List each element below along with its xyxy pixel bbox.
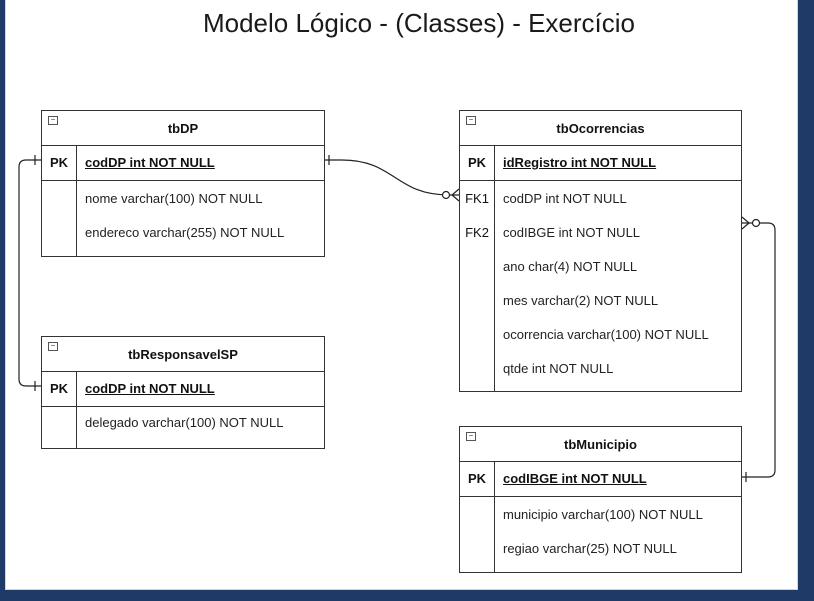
pk-label: PK <box>467 471 487 486</box>
rel-zero-mark <box>441 190 451 200</box>
table-tbmunicipio[interactable]: − tbMunicipio PK codIBGE int NOT NULL mu… <box>459 426 742 573</box>
pk-label: PK <box>49 381 69 396</box>
attribute: regiao varchar(25) NOT NULL <box>503 541 677 556</box>
fk2-label: FK2 <box>465 225 489 240</box>
pk-row: PK codDP int NOT NULL <box>42 146 324 181</box>
attribute: mes varchar(2) NOT NULL <box>503 293 659 308</box>
table-name: tbMunicipio <box>564 437 637 452</box>
pk-label: PK <box>49 155 69 170</box>
pk-field: idRegistro int NOT NULL <box>503 155 657 170</box>
attribute: endereco varchar(255) NOT NULL <box>85 225 285 240</box>
table-name: tbResponsavelSP <box>128 347 238 362</box>
attribute: codDP int NOT NULL <box>503 191 627 206</box>
collapse-icon[interactable]: − <box>48 342 58 351</box>
rel-tbdp-tbocorrencias <box>324 159 459 196</box>
attribute: qtde int NOT NULL <box>503 361 614 376</box>
collapse-icon[interactable]: − <box>466 116 476 125</box>
fk1-label: FK1 <box>465 191 489 206</box>
attribute: ocorrencia varchar(100) NOT NULL <box>503 327 709 342</box>
pk-row: PK codDP int NOT NULL <box>42 372 324 407</box>
rel-many-mark <box>741 216 750 230</box>
collapse-icon[interactable]: − <box>48 116 58 125</box>
table-header: − tbResponsavelSP <box>42 337 324 372</box>
rel-tbmunicipio-tbocorrencias <box>742 222 776 478</box>
table-header: − tbOcorrencias <box>460 111 741 146</box>
table-tbocorrencias[interactable]: − tbOcorrencias PK idRegistro int NOT NU… <box>459 110 742 392</box>
rel-zero-mark <box>751 218 761 228</box>
attribute: ano char(4) NOT NULL <box>503 259 638 274</box>
pk-label: PK <box>467 155 487 170</box>
attribute: delegado varchar(100) NOT NULL <box>85 415 284 430</box>
collapse-icon[interactable]: − <box>466 432 476 441</box>
pk-row: PK codIBGE int NOT NULL <box>460 462 741 497</box>
table-header: − tbMunicipio <box>460 427 741 462</box>
attribute: codIBGE int NOT NULL <box>503 225 641 240</box>
table-header: − tbDP <box>42 111 324 146</box>
table-tbdp[interactable]: − tbDP PK codDP int NOT NULL nome varcha… <box>41 110 325 257</box>
pk-field: codDP int NOT NULL <box>85 155 215 170</box>
pk-row: PK idRegistro int NOT NULL <box>460 146 741 181</box>
rel-many-mark <box>451 188 460 202</box>
table-name: tbDP <box>167 121 199 136</box>
table-name: tbOcorrencias <box>556 121 645 136</box>
pk-field: codIBGE int NOT NULL <box>503 471 647 486</box>
attribute: municipio varchar(100) NOT NULL <box>503 507 703 522</box>
pk-field: codDP int NOT NULL <box>85 381 215 396</box>
attribute: nome varchar(100) NOT NULL <box>85 191 263 206</box>
rel-tbdp-tbresponsavelsp <box>18 159 41 387</box>
table-tbresponsavelsp[interactable]: − tbResponsavelSP PK codDP int NOT NULL … <box>41 336 325 449</box>
diagram-title: Modelo Lógico - (Classes) - Exercício <box>202 8 636 38</box>
